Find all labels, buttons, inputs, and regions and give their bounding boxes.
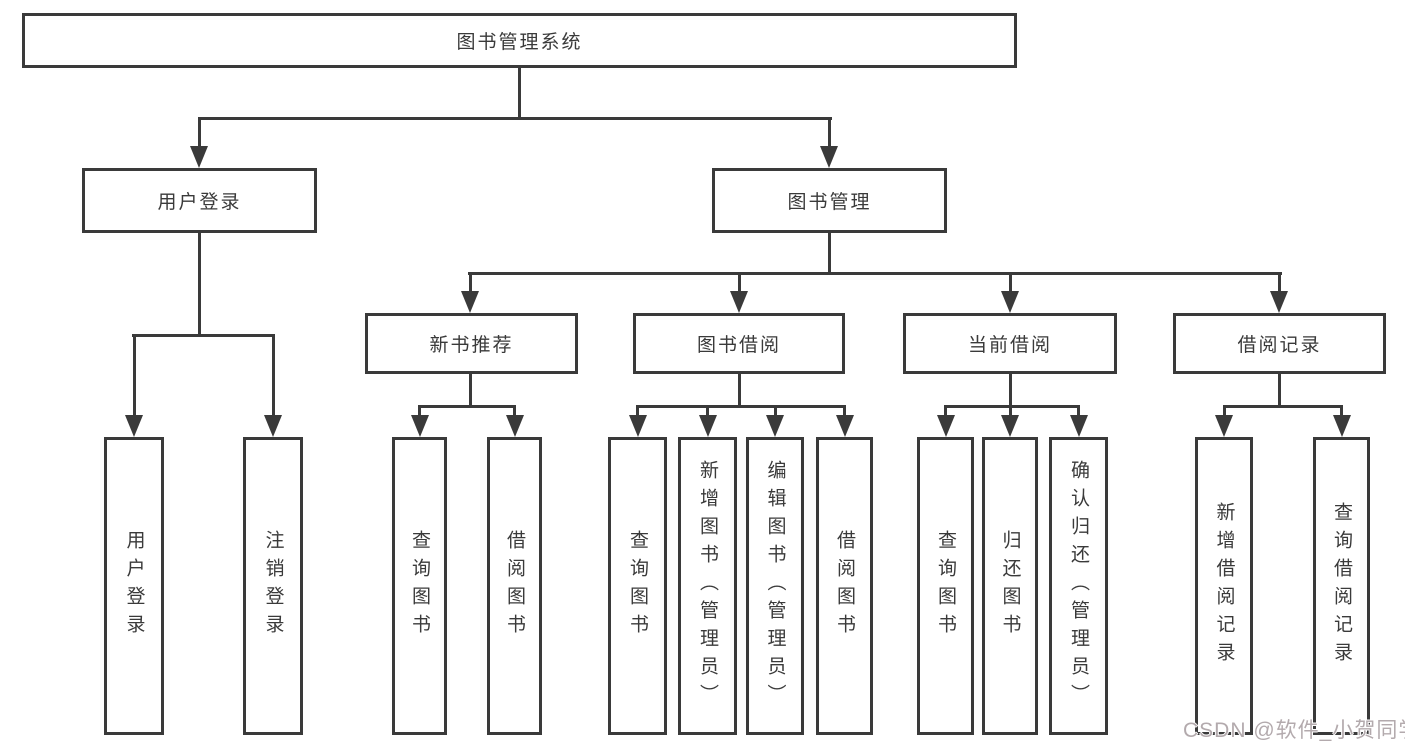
- connector-line: [1009, 272, 1012, 293]
- node-confirm-return-admin: 确认归还（管理员）: [1049, 437, 1108, 735]
- arrowhead-down-icon: [461, 291, 479, 313]
- connector-line: [469, 272, 472, 293]
- connector-line: [1278, 272, 1281, 293]
- node-query-books-borrow: 查询图书: [608, 437, 667, 735]
- node-book-borrow: 图书借阅: [633, 313, 845, 374]
- node-user-login-leaf: 用户登录: [104, 437, 164, 735]
- connector-line: [518, 68, 521, 117]
- node-user-login: 用户登录: [82, 168, 317, 233]
- connector-line: [1223, 405, 1226, 417]
- arrowhead-down-icon: [1333, 415, 1351, 437]
- connector-line: [843, 405, 846, 417]
- node-current-borrow: 当前借阅: [903, 313, 1117, 374]
- arrowhead-down-icon: [411, 415, 429, 437]
- node-add-books-admin: 新增图书（管理员）: [678, 437, 737, 735]
- node-library-system: 图书管理系统: [22, 13, 1017, 68]
- connector-line: [944, 405, 947, 417]
- connector-line: [198, 117, 201, 148]
- connector-line: [636, 405, 846, 408]
- connector-line: [198, 233, 201, 334]
- arrowhead-down-icon: [1215, 415, 1233, 437]
- arrowhead-down-icon: [730, 291, 748, 313]
- connector-line: [828, 117, 831, 148]
- connector-line: [198, 117, 832, 120]
- node-query-books-recommend: 查询图书: [392, 437, 447, 735]
- connector-line: [1340, 405, 1343, 417]
- connector-line: [418, 405, 516, 408]
- node-borrow-records: 借阅记录: [1173, 313, 1386, 374]
- connector-line: [828, 233, 831, 272]
- connector-line: [513, 405, 516, 417]
- arrowhead-down-icon: [766, 415, 784, 437]
- node-return-books: 归还图书: [982, 437, 1038, 735]
- connector-line: [738, 374, 741, 406]
- node-logout: 注销登录: [243, 437, 303, 735]
- connector-line: [636, 405, 639, 417]
- arrowhead-down-icon: [1001, 291, 1019, 313]
- connector-line: [468, 272, 1282, 275]
- connector-line: [418, 405, 421, 417]
- arrowhead-down-icon: [264, 415, 282, 437]
- connector-line: [272, 334, 275, 417]
- arrowhead-down-icon: [1001, 415, 1019, 437]
- connector-line: [469, 374, 472, 406]
- arrowhead-down-icon: [820, 146, 838, 168]
- arrowhead-down-icon: [1270, 291, 1288, 313]
- connector-line: [944, 405, 1080, 408]
- arrowhead-down-icon: [937, 415, 955, 437]
- node-new-book-recommend: 新书推荐: [365, 313, 578, 374]
- connector-line: [1009, 374, 1012, 406]
- arrowhead-down-icon: [506, 415, 524, 437]
- arrowhead-down-icon: [836, 415, 854, 437]
- connector-line: [1223, 405, 1343, 408]
- connector-line: [1009, 405, 1012, 417]
- csdn-watermark: CSDN @软件_小贺同学: [1183, 719, 1405, 742]
- node-borrow-books-recommend: 借阅图书: [487, 437, 542, 735]
- connector-line: [774, 405, 777, 417]
- arrowhead-down-icon: [629, 415, 647, 437]
- connector-line: [706, 405, 709, 417]
- connector-line: [133, 334, 136, 417]
- arrowhead-down-icon: [699, 415, 717, 437]
- arrowhead-down-icon: [190, 146, 208, 168]
- arrowhead-down-icon: [1070, 415, 1088, 437]
- connector-line: [132, 334, 274, 337]
- node-add-borrow-record: 新增借阅记录: [1195, 437, 1253, 735]
- connector-line: [1077, 405, 1080, 417]
- arrowhead-down-icon: [125, 415, 143, 437]
- node-edit-books-admin: 编辑图书（管理员）: [746, 437, 804, 735]
- connector-line: [1278, 374, 1281, 406]
- node-book-management: 图书管理: [712, 168, 947, 233]
- connector-line: [738, 272, 741, 293]
- node-query-books-current: 查询图书: [917, 437, 974, 735]
- node-borrow-books: 借阅图书: [816, 437, 873, 735]
- node-query-borrow-record: 查询借阅记录: [1313, 437, 1370, 735]
